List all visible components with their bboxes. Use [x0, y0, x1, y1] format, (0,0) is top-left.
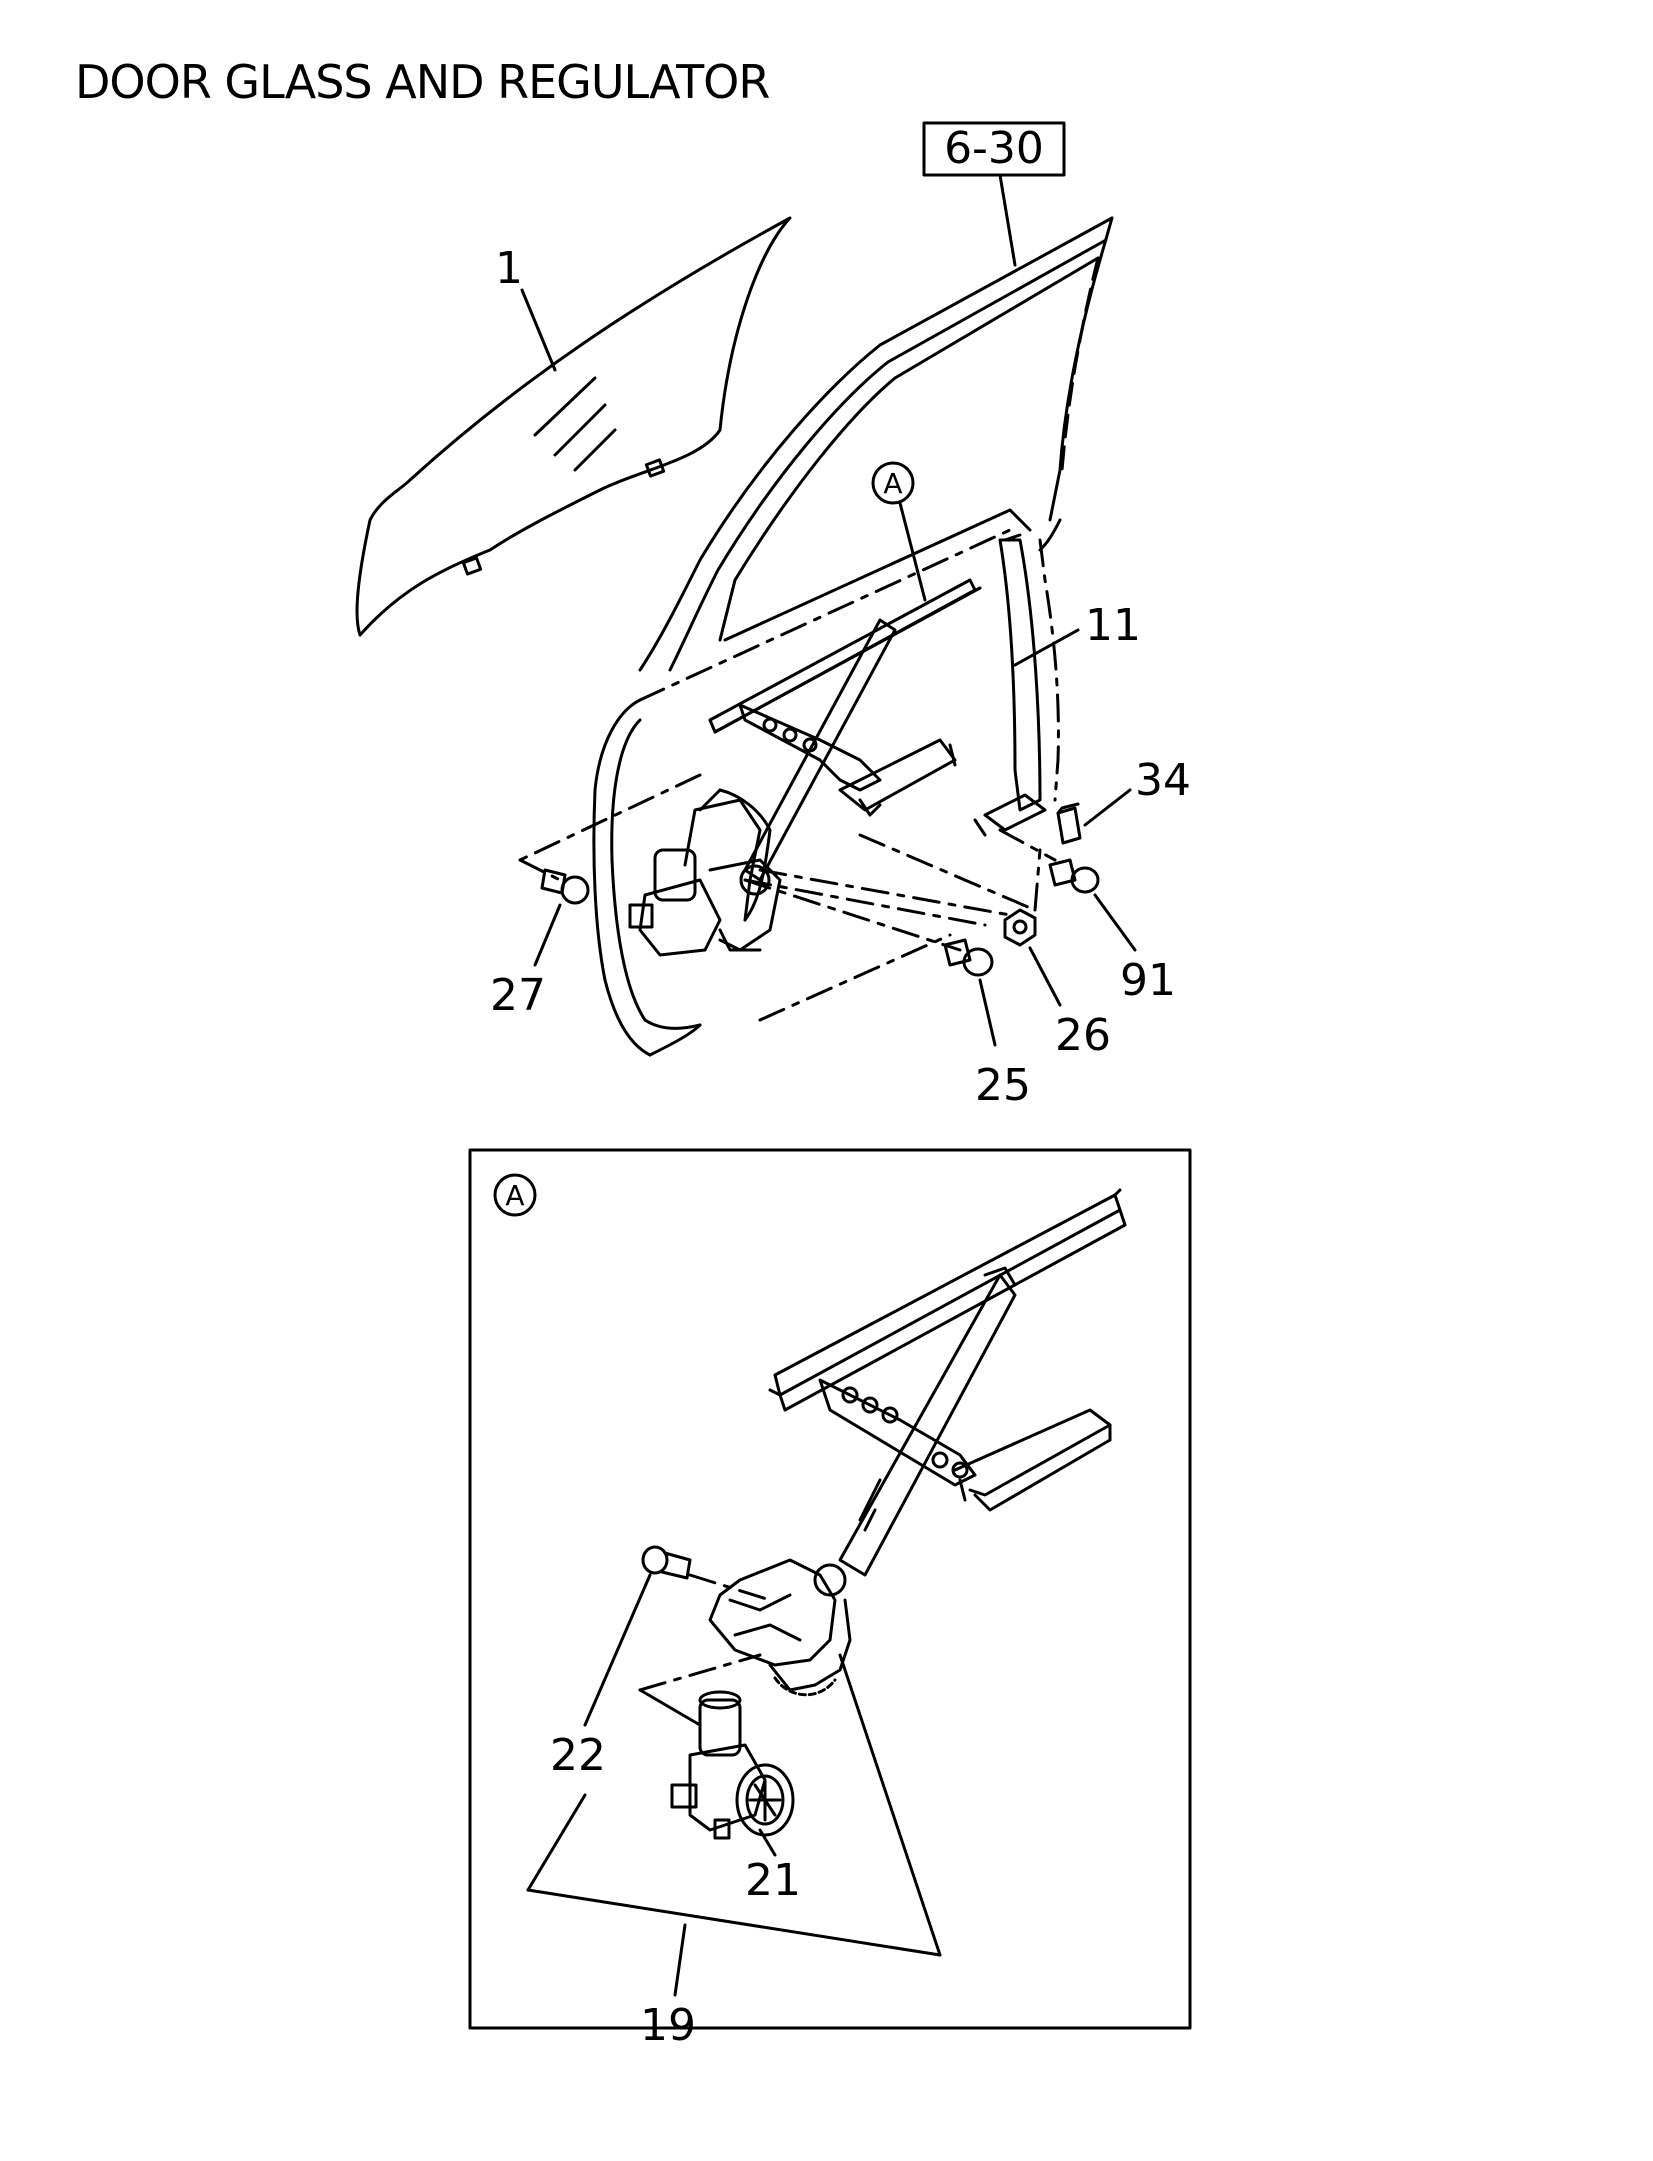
callout-19-leader: [673, 1923, 687, 1997]
callout-25: 25: [975, 1060, 1031, 1111]
window-motor[interactable]: [670, 1690, 795, 1840]
regulator-bolt-22[interactable]: [641, 1545, 692, 1580]
callout-21-leader: [758, 1828, 777, 1857]
nut-26[interactable]: [1003, 908, 1037, 947]
page-title: DOOR GLASS AND REGULATOR: [75, 55, 770, 109]
detail-a-box: [468, 1148, 1192, 2030]
glass-run-channel[interactable]: [973, 533, 1047, 837]
callout-34-leader: [1083, 788, 1132, 827]
regulator-in-door[interactable]: [628, 578, 982, 957]
door-glass[interactable]: [355, 216, 792, 637]
callout-21: 21: [745, 1855, 801, 1906]
callout-11-leader: [1013, 628, 1080, 667]
clip[interactable]: [1056, 802, 1082, 845]
assembly-bracket: [526, 1653, 942, 1957]
bolt-91[interactable]: [1048, 858, 1100, 894]
detail-marker-box[interactable]: A: [493, 1173, 537, 1217]
bolt-27[interactable]: [540, 868, 590, 905]
detail-marker-leader: [898, 501, 927, 602]
callout-27: 27: [490, 970, 546, 1021]
callout-22-leader: [583, 1573, 652, 1727]
reference-box-label: 6-30: [944, 123, 1044, 174]
callout-27-leader: [533, 903, 562, 967]
callout-26: 26: [1055, 1010, 1111, 1061]
detail-marker-box-label: A: [505, 1179, 524, 1212]
callout-26-leader: [1028, 946, 1062, 1007]
callout-19: 19: [640, 2000, 696, 2051]
bolt-25[interactable]: [943, 938, 994, 977]
callout-91: 91: [1120, 955, 1176, 1006]
detail-marker-main[interactable]: A: [871, 461, 915, 505]
callout-22: 22: [550, 1730, 606, 1781]
callout-34: 34: [1135, 755, 1191, 806]
callout-91-leader: [1093, 893, 1137, 952]
reference-box[interactable]: 6-30: [922, 121, 1066, 177]
callout-11: 11: [1085, 600, 1141, 651]
door-frame[interactable]: [592, 216, 1114, 1057]
callout-1: 1: [495, 243, 523, 294]
callout-1-leader: [520, 288, 557, 372]
regulator-detail[interactable]: [708, 1188, 1127, 1697]
callout-25-leader: [978, 978, 997, 1047]
detail-marker-main-label: A: [883, 467, 902, 500]
reference-leader: [998, 173, 1017, 267]
